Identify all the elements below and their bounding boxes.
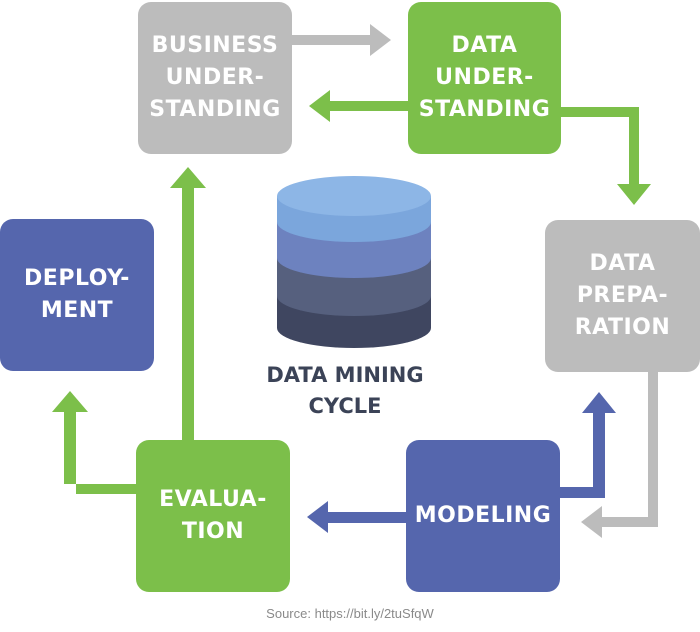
arrow-evaluation-to-deployment	[52, 391, 136, 494]
arrow-evaluation-to-business	[170, 167, 206, 441]
arrow-data-understanding-to-business	[309, 90, 408, 122]
arrow-business-to-data-understanding	[292, 24, 391, 56]
node-evaluation: EVALUA- TION	[136, 440, 290, 592]
arrow-modeling-to-data-preparation	[560, 392, 616, 498]
node-modeling: MODELING	[406, 440, 560, 592]
node-data-understanding: DATA UNDER- STANDING	[408, 2, 561, 154]
node-data-preparation: DATA PREPA- RATION	[545, 220, 700, 372]
node-deployment: DEPLOY- MENT	[0, 219, 154, 371]
node-business-understanding: BUSINESS UNDER- STANDING	[138, 2, 292, 154]
arrow-modeling-to-evaluation	[307, 501, 406, 533]
database-icon	[277, 176, 431, 348]
arrow-data-understanding-to-data-preparation	[561, 107, 651, 205]
arrow-data-preparation-to-modeling	[581, 372, 658, 538]
center-label: DATA MINING CYCLE	[266, 363, 424, 418]
source-caption: Source: https://bit.ly/2tuSfqW	[266, 606, 434, 621]
